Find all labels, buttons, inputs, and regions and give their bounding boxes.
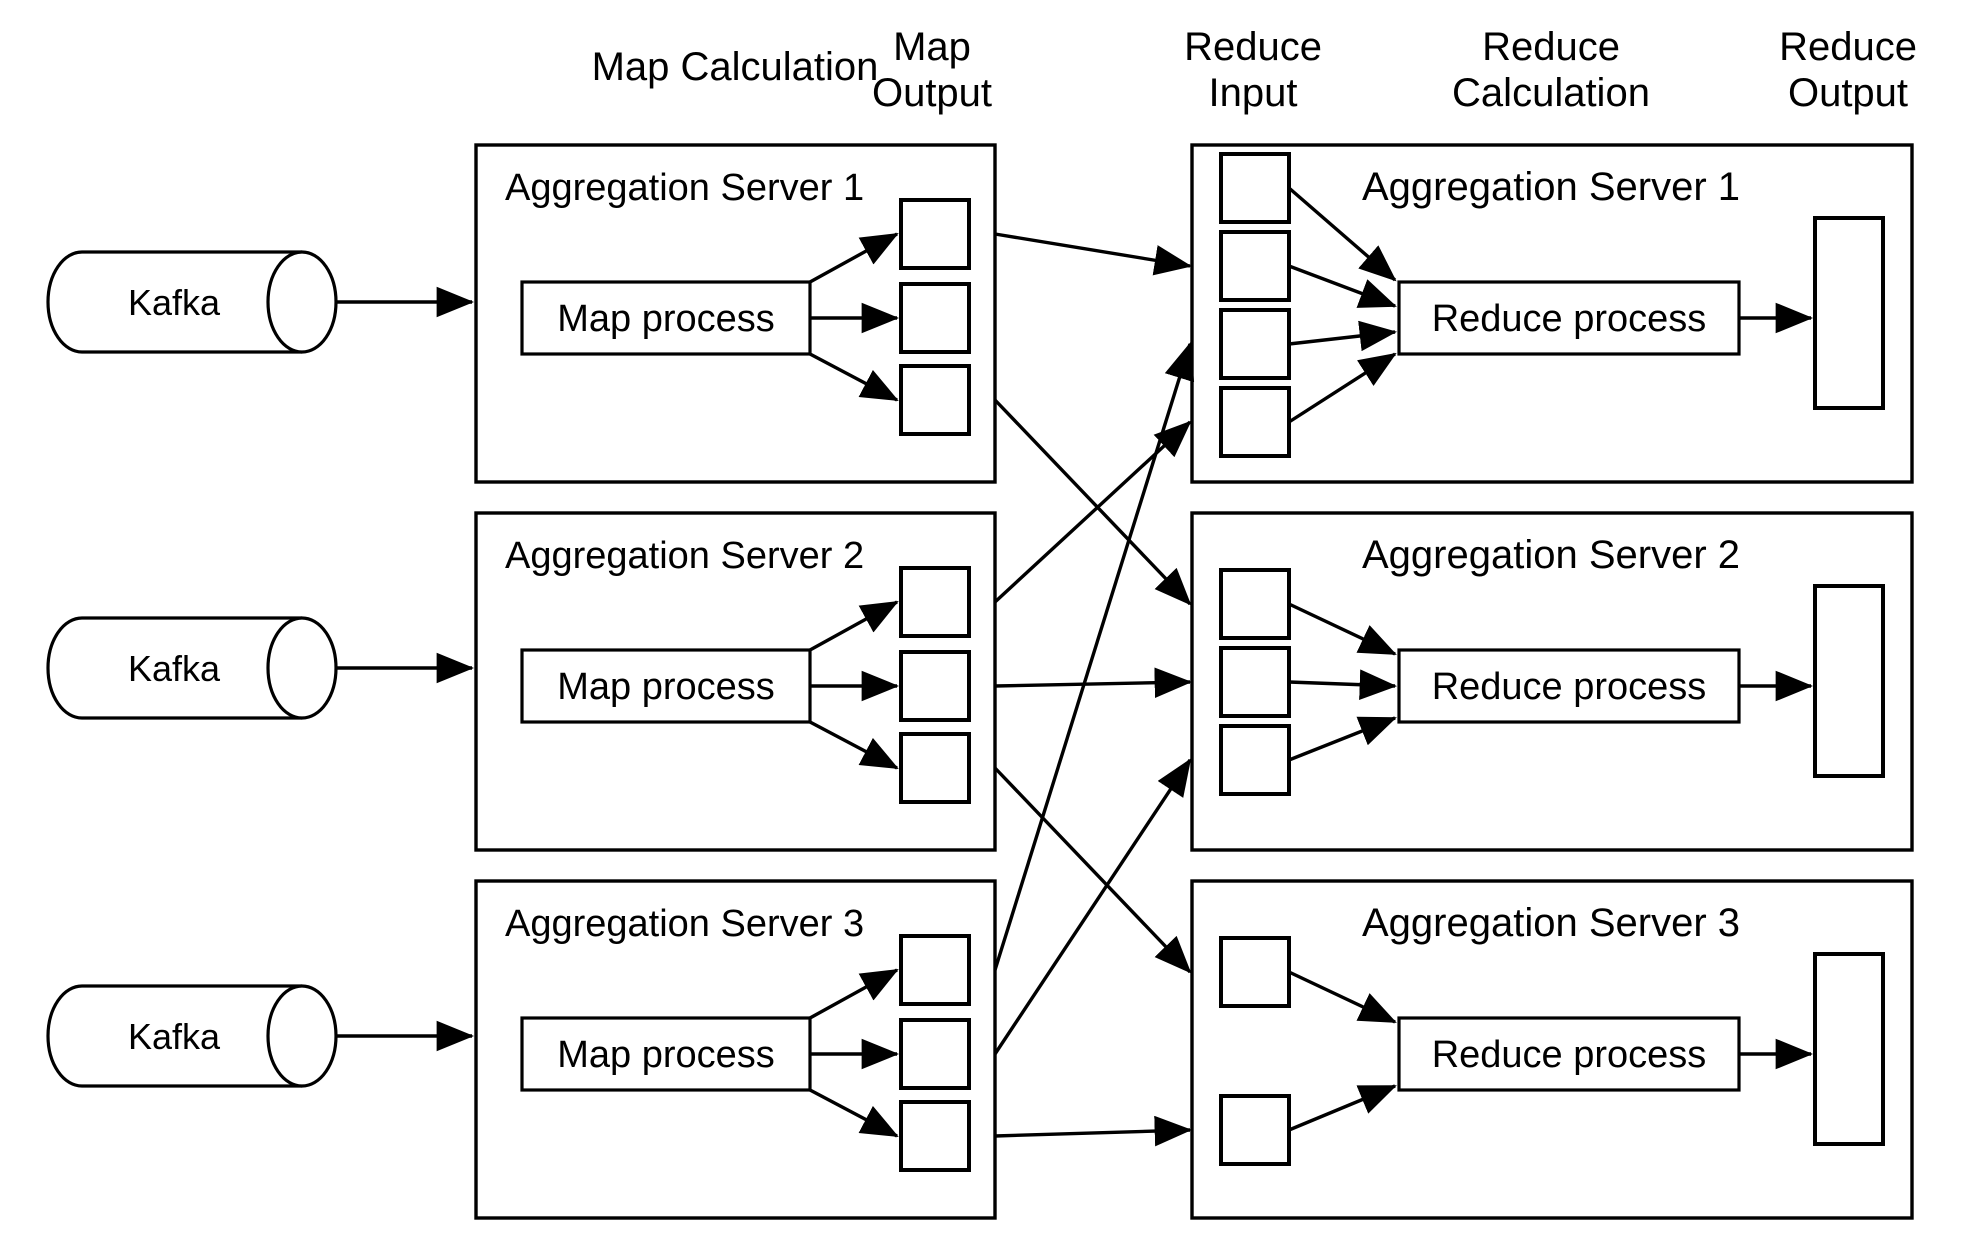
map-server-2-process-label: Map process — [557, 666, 775, 708]
column-header-reduce-input: Reduce — [1184, 25, 1322, 69]
map-server-3-process-to-output-1 — [809, 968, 899, 1020]
reduce-server-1-input-to-process-2 — [1288, 264, 1397, 308]
map-server-1-title: Aggregation Server 1 — [505, 167, 864, 209]
kafka-label-2: Kafka — [128, 648, 221, 689]
reduce-server-1-input-slot-1 — [1219, 152, 1291, 224]
reduce-server-2-input-slot-2 — [1219, 646, 1291, 718]
column-header-map-calculation: Map Calculation — [592, 45, 879, 89]
reduce-server-2-input-to-process-1 — [1288, 602, 1397, 656]
reduce-server-2-title: Aggregation Server 2 — [1362, 533, 1740, 577]
map-server-3-process-to-output-3 — [809, 1088, 899, 1138]
reduce-server-3-input-to-process-1 — [1288, 970, 1397, 1024]
map-server-2-output-slot-2 — [899, 650, 971, 722]
kafka-label-1: Kafka — [128, 282, 221, 323]
reduce-server-1-input-to-process-1 — [1287, 186, 1397, 282]
shuffle-edge-1 — [994, 232, 1193, 276]
reduce-server-1-input-slot-2 — [1219, 230, 1291, 302]
reduce-server-2-process-box — [1397, 648, 1741, 724]
map-server-3-output-slot-2 — [899, 1018, 971, 1090]
reduce-server-1-output-box — [1813, 216, 1885, 410]
reduce-server-1-process-box — [1397, 280, 1741, 356]
shuffle-edge-5 — [993, 766, 1192, 974]
shuffle-edge-4 — [994, 667, 1193, 699]
column-header-map-output: Map — [893, 25, 971, 69]
column-header-map-output: Output — [872, 71, 992, 115]
map-server-2-process-box — [520, 648, 812, 724]
shuffle-edge-2 — [993, 398, 1192, 606]
map-server-1-process-to-output-3 — [809, 352, 899, 402]
map-server-1-process-box — [520, 280, 812, 356]
map-server-1-output-slot-1 — [899, 198, 971, 270]
map-server-3-output-slot-3 — [899, 1100, 971, 1172]
shuffle-edge-7 — [993, 758, 1192, 1055]
reduce-server-3-process-label: Reduce process — [1432, 1034, 1707, 1076]
reduce-server-3-input-to-process-2 — [1288, 1084, 1397, 1132]
reduce-server-2-input-slot-3 — [1219, 724, 1291, 796]
reduce-server-1-title: Aggregation Server 1 — [1362, 165, 1740, 209]
map-server-1-process-label: Map process — [557, 298, 775, 340]
reduce-server-2-input-to-process-2 — [1288, 669, 1398, 700]
reduce-server-3-input-slot-2 — [1219, 1094, 1291, 1166]
map-server-1-process-to-output-1 — [809, 232, 899, 284]
map-server-2-output-slot-1 — [899, 566, 971, 638]
map-server-3-output-slot-1 — [899, 934, 971, 1006]
map-server-2-process-to-output-1 — [809, 600, 899, 652]
reduce-server-1-input-slot-3 — [1219, 308, 1291, 380]
reduce-server-1-input-slot-4 — [1219, 386, 1291, 458]
map-server-2-output-slot-3 — [899, 732, 971, 804]
reduce-server-1-input-to-process-3 — [1288, 320, 1398, 352]
kafka-cylinder-cap — [266, 616, 303, 720]
column-header-reduce-calculation: Reduce — [1482, 25, 1620, 69]
map-server-2-title: Aggregation Server 2 — [505, 535, 864, 577]
map-server-3-process-label: Map process — [557, 1034, 775, 1076]
kafka-cylinder-cap — [266, 984, 303, 1088]
column-header-reduce-output: Reduce — [1779, 25, 1917, 69]
column-header-reduce-calculation: Calculation — [1452, 71, 1650, 115]
reduce-server-2-input-to-process-3 — [1288, 716, 1397, 762]
shuffle-edge-6 — [993, 342, 1195, 971]
shuffle-edge-8 — [994, 1115, 1193, 1147]
column-header-reduce-input: Input — [1209, 71, 1298, 115]
kafka-cylinder-cap — [266, 250, 303, 354]
kafka-label-3: Kafka — [128, 1016, 221, 1057]
reduce-server-2-process-label: Reduce process — [1432, 666, 1707, 708]
map-server-1-output-slot-3 — [899, 364, 971, 436]
reduce-server-1-input-to-process-4 — [1288, 352, 1397, 424]
reduce-server-3-process-box — [1397, 1016, 1741, 1092]
column-header-reduce-output: Output — [1788, 71, 1908, 115]
reduce-server-3-output-box — [1813, 952, 1885, 1146]
map-server-2-process-to-output-3 — [809, 720, 899, 770]
reduce-server-1-process-label: Reduce process — [1432, 298, 1707, 340]
map-server-1-output-slot-2 — [899, 282, 971, 354]
reduce-server-2-output-box — [1813, 584, 1885, 778]
reduce-server-3-input-slot-1 — [1219, 936, 1291, 1008]
reduce-server-3-title: Aggregation Server 3 — [1362, 901, 1740, 945]
map-server-3-process-box — [520, 1016, 812, 1092]
map-server-3-title: Aggregation Server 3 — [505, 903, 864, 945]
reduce-server-2-input-slot-1 — [1219, 568, 1291, 640]
